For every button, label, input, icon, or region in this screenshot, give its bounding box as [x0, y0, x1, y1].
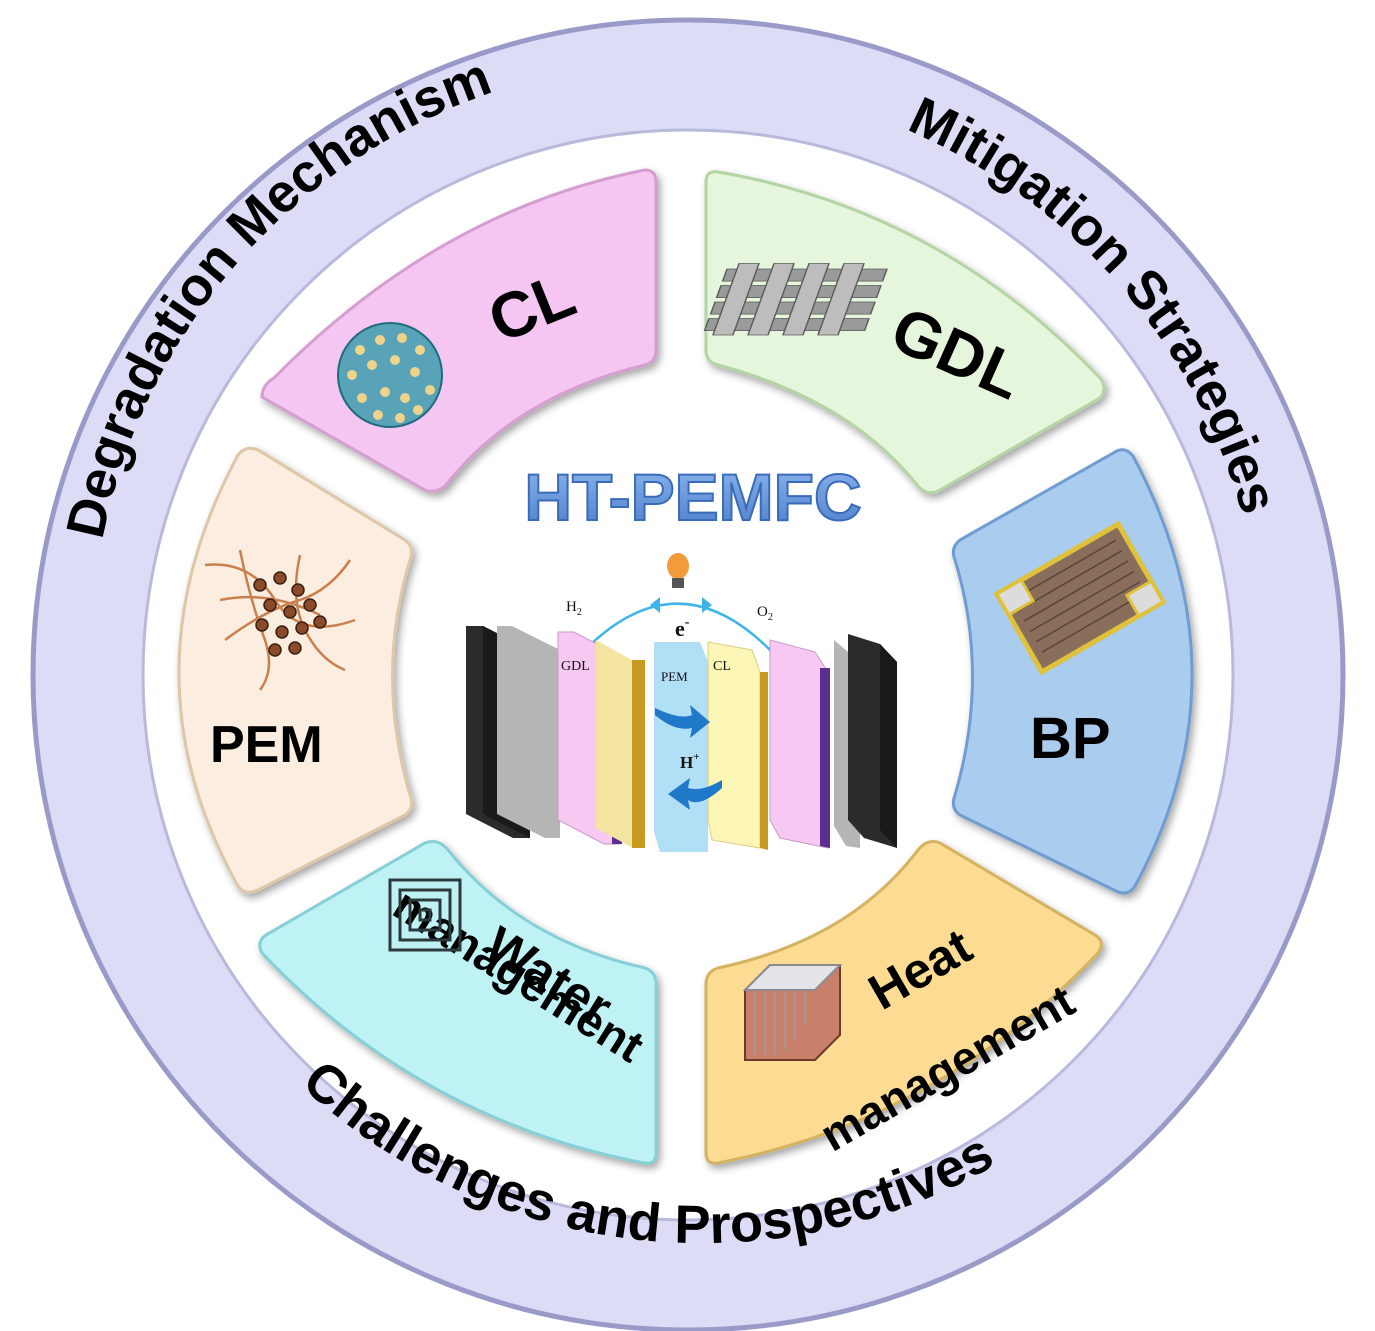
proton-label: H+	[680, 751, 700, 772]
arrow-left-icon	[650, 597, 660, 613]
cl-cell-label: CL	[713, 659, 731, 674]
light-bulb-icon	[667, 553, 689, 588]
proton-arrow-left-icon	[668, 778, 722, 810]
segment-label-pem: PEM	[210, 716, 323, 774]
electron-label: e-	[675, 615, 690, 641]
arrow-right-icon	[702, 597, 712, 613]
catalyst-nanoparticle-icon	[337, 322, 443, 428]
segment-water-management	[258, 840, 658, 1165]
segment-label-bp: BP	[1030, 706, 1111, 771]
h2-label: H2	[566, 599, 582, 618]
center-title: HT-PEMFC	[524, 460, 861, 534]
segment-gdl	[704, 170, 1106, 495]
fuel-cell-stack	[466, 626, 897, 852]
gdl-cell-label: GDL	[561, 659, 590, 674]
segment-heat-management	[704, 840, 1103, 1165]
polymer-network-icon	[204, 549, 356, 691]
proton-arrow-right-icon	[655, 705, 710, 738]
left-current-collector	[497, 626, 560, 838]
pem-cell-label: PEM	[661, 669, 688, 684]
o2-label: O2	[757, 604, 773, 623]
bipolar-plate-icon	[993, 520, 1167, 676]
segment-pem	[177, 446, 414, 894]
heat-sink-icon	[742, 964, 843, 1061]
serpentine-flow-icon	[388, 878, 462, 952]
right-gdl-layer	[769, 639, 829, 849]
woven-carbon-cloth-icon	[703, 263, 888, 336]
electron-path	[589, 602, 771, 651]
